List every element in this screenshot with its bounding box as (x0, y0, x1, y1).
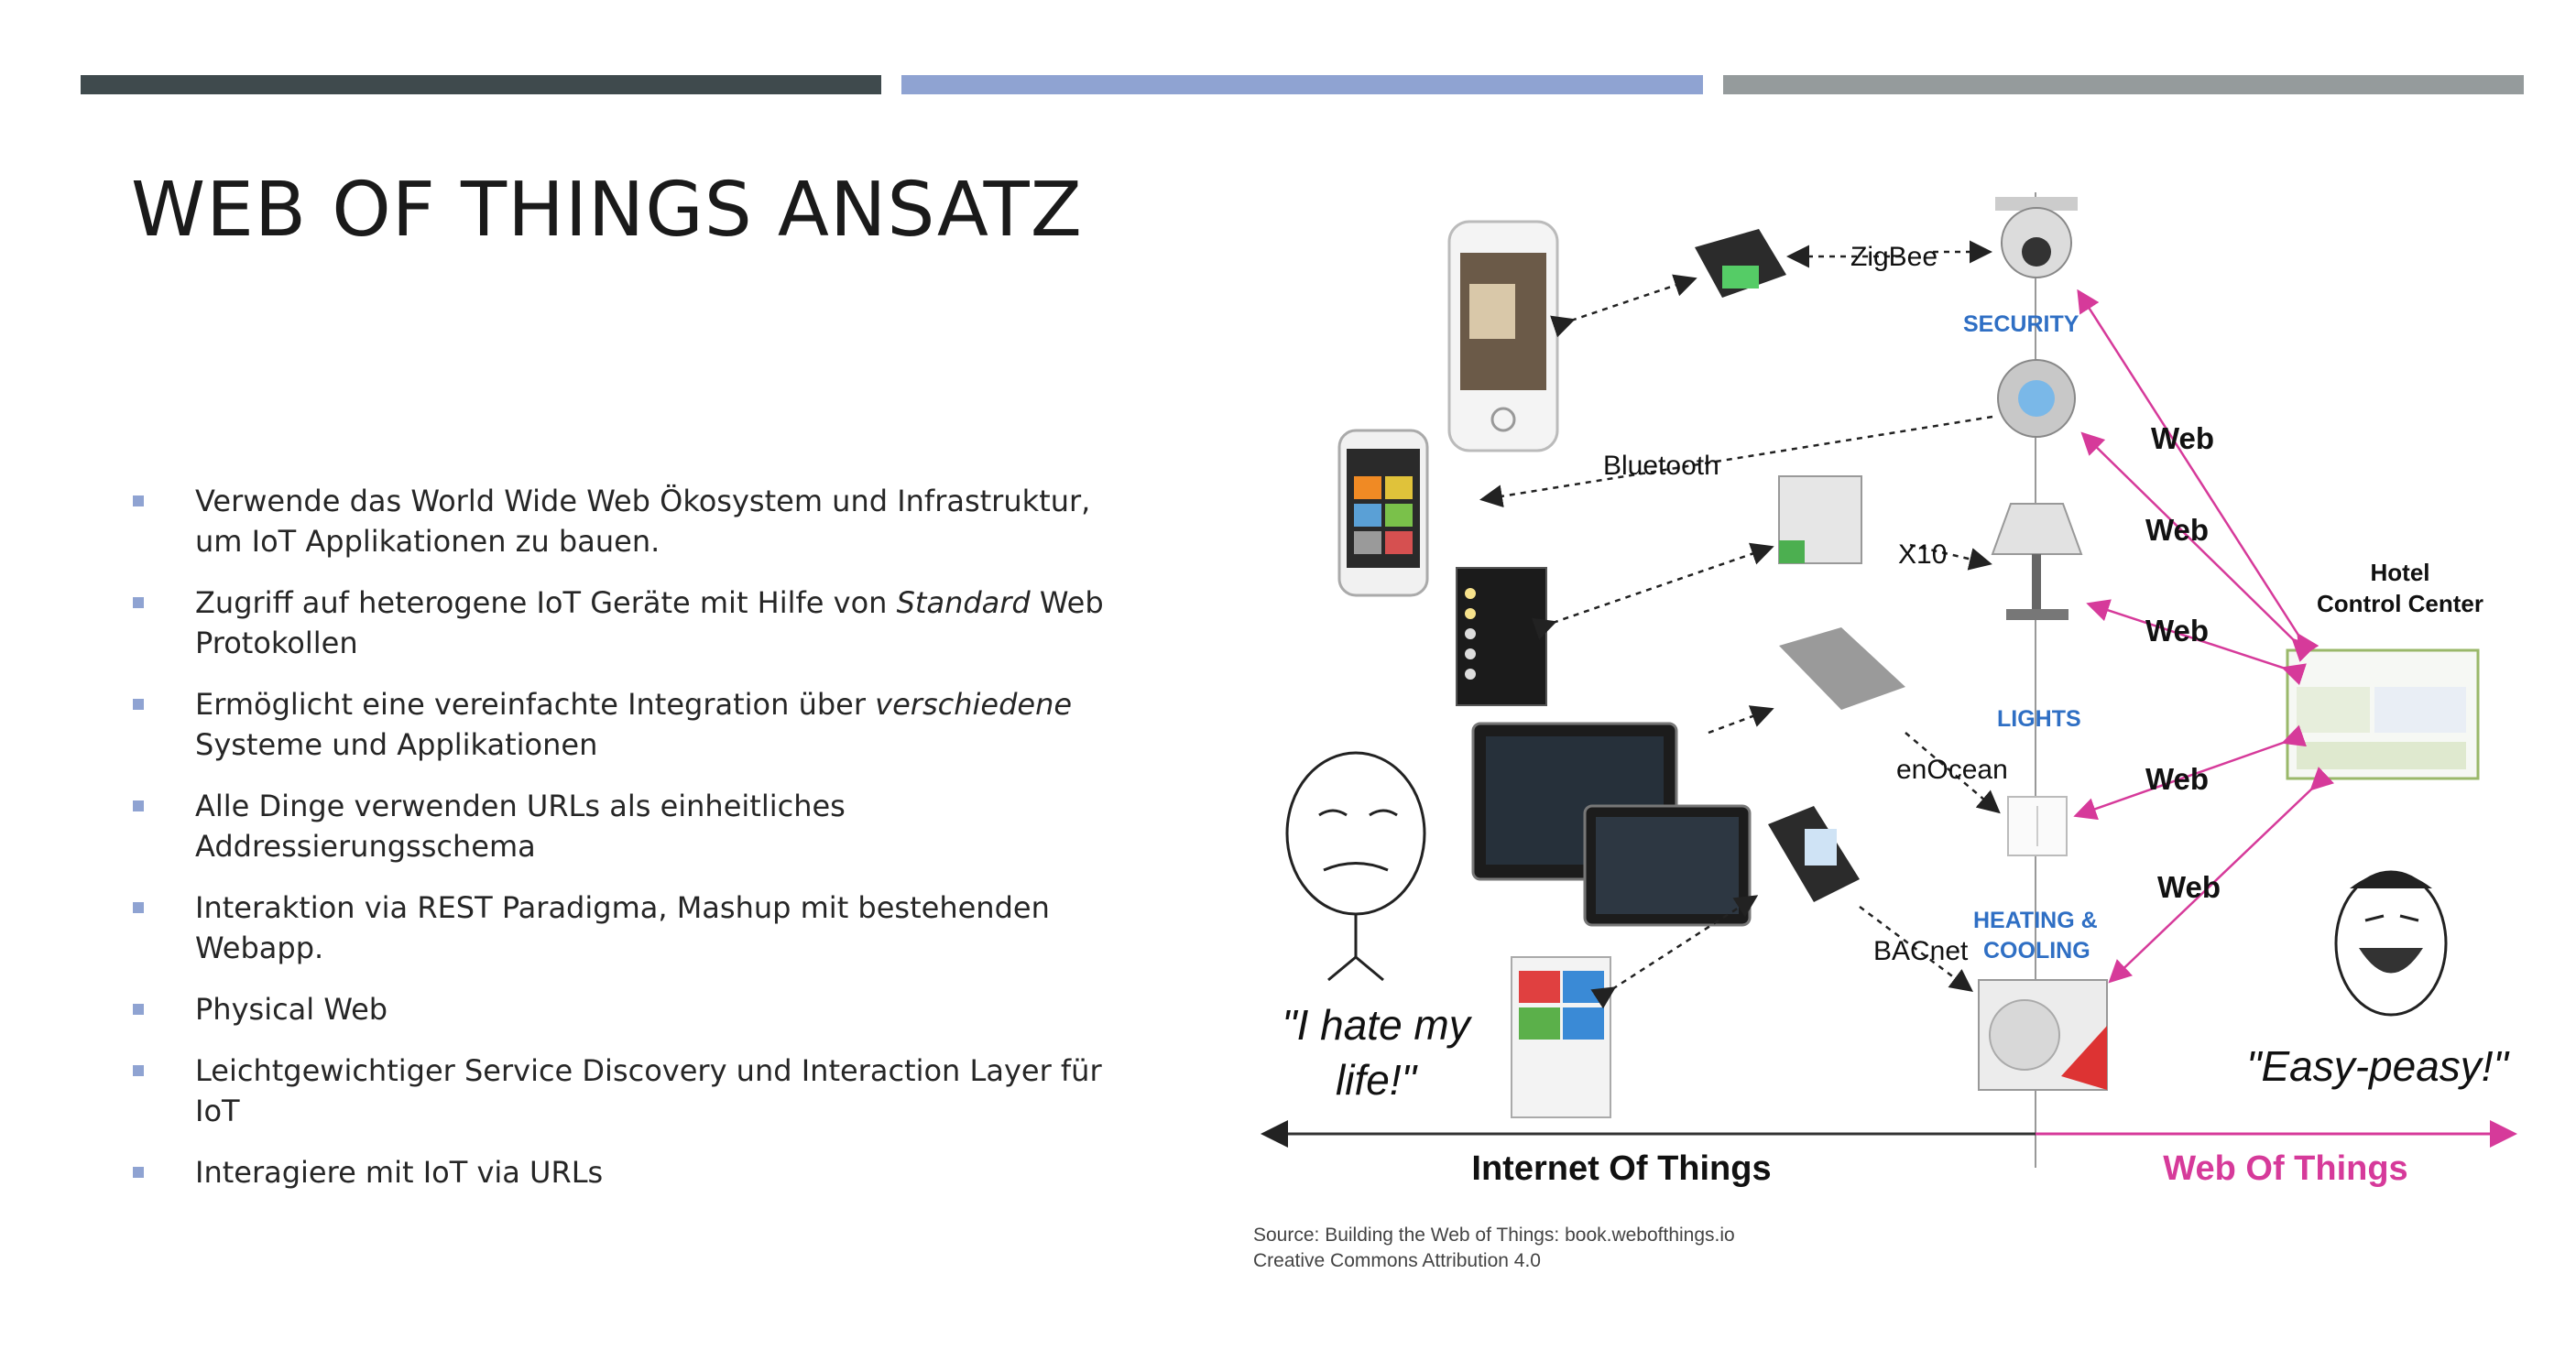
header-bar-gray (1723, 75, 2524, 94)
bullet-text: Zugriff auf heterogene IoT Geräte mit Hi… (195, 585, 897, 620)
header-bar-dark (81, 75, 881, 94)
iot-label: Internet Of Things (1471, 1149, 1771, 1188)
enocean-receiver-icon (1779, 627, 1905, 710)
lights-label: LIGHTS (1997, 706, 2081, 732)
bullet-text: Interaktion via REST Paradigma, Mashup m… (195, 890, 1050, 965)
diagram-svg: ZigBee Bluetooth X10 enOcean BACnet SECU… (1261, 192, 2517, 1188)
web-arrows (2073, 289, 2335, 984)
bacnet-label: BACnet (1873, 936, 1969, 966)
source-line: Source: Building the Web of Things: book… (1253, 1225, 1735, 1246)
quote-right: "Easy-peasy!" (2246, 1042, 2510, 1090)
light-switch-icon (2007, 796, 2068, 856)
bullet-emphasis: Standard (896, 585, 1031, 620)
quote-left-line2: life!" (1336, 1056, 1419, 1104)
control-center-label: Control Center (2317, 590, 2483, 617)
dashboard-app-icon (1511, 956, 1611, 1118)
bullet-text: Verwende das World Wide Web Ökosystem un… (195, 484, 1091, 559)
forever-alone-face-icon (1285, 751, 1426, 982)
bullet-marker-icon (133, 902, 144, 913)
header-bar-blue (901, 75, 1703, 94)
security-camera-icon (1995, 197, 2078, 278)
bullet-item: Ermöglicht eine vereinfachte Integration… (131, 684, 1120, 765)
bullet-item: Physical Web (131, 989, 1120, 1029)
bullet-text: Ermöglicht eine vereinfachte Integration… (195, 687, 876, 722)
bullet-item: Alle Dinge verwenden URLs als einheitlic… (131, 786, 1120, 866)
cooling-label: COOLING (1983, 938, 2090, 964)
web-label: Web (2151, 421, 2214, 455)
bullet-marker-icon (133, 1004, 144, 1015)
protocol-arrows (1479, 240, 2001, 1009)
android-phone-icon (1337, 429, 1429, 597)
bullet-item: Verwende das World Wide Web Ökosystem un… (131, 481, 1120, 561)
bullet-marker-icon (133, 800, 144, 811)
slide-title: WEB OF THINGS ANSATZ (131, 167, 1083, 254)
web-label: Web (2145, 614, 2209, 648)
air-conditioner-icon (1978, 979, 2108, 1091)
hotel-label: Hotel (2371, 559, 2430, 586)
bullet-emphasis: verschiedene (875, 687, 1073, 722)
web-label: Web (2145, 762, 2209, 796)
quote-left-line1: "I hate my (1282, 1001, 1473, 1049)
bullet-marker-icon (133, 1065, 144, 1076)
bullet-item: Interagiere mit IoT via URLs (131, 1152, 1120, 1192)
bullet-marker-icon (133, 1167, 144, 1178)
bullet-item: Interaktion via REST Paradigma, Mashup m… (131, 887, 1120, 968)
bullet-text: Leichtgewichtiger Service Discovery und … (195, 1053, 1102, 1128)
bullet-text: Physical Web (195, 992, 388, 1027)
x10-module-icon (1778, 475, 1862, 564)
bullet-marker-icon (133, 699, 144, 710)
bullet-marker-icon (133, 495, 144, 506)
web-label: Web (2145, 513, 2209, 547)
smart-lock-icon (1997, 359, 2076, 438)
hotel-control-center-icon (2286, 648, 2480, 780)
bullet-text: Systeme und Applikationen (195, 727, 598, 762)
zigbee-gateway-icon (1695, 229, 1786, 298)
bullet-text: Alle Dinge verwenden URLs als einheitlic… (195, 789, 846, 864)
web-label: Web (2157, 870, 2221, 904)
bullet-text: Interagiere mit IoT via URLs (195, 1155, 604, 1190)
license-line: Creative Commons Attribution 4.0 (1253, 1250, 1541, 1271)
lamp-icon (1991, 503, 2083, 620)
enocean-label: enOcean (1896, 755, 2008, 785)
bullet-list: Verwende das World Wide Web Ökosystem un… (131, 481, 1120, 1214)
bluetooth-label: Bluetooth (1603, 451, 1719, 481)
source-caption: Source: Building the Web of Things: book… (1253, 1223, 1735, 1274)
x10-label: X10 (1898, 539, 1947, 570)
bullet-marker-icon (133, 597, 144, 608)
web-of-things-diagram: ZigBee Bluetooth X10 enOcean BACnet SECU… (1209, 174, 2538, 1291)
wot-label: Web Of Things (2163, 1149, 2407, 1188)
bullet-item: Leichtgewichtiger Service Discovery und … (131, 1051, 1120, 1131)
touch-panel-icon (1471, 722, 1752, 927)
bullet-text: Web Protokollen (195, 585, 1104, 660)
laughing-face-icon (2334, 870, 2448, 1017)
zigbee-label: ZigBee (1850, 242, 1937, 272)
bacnet-device-icon (1768, 806, 1860, 902)
light-control-app-icon (1456, 567, 1547, 706)
iphone-icon (1447, 220, 1559, 452)
bullet-item: Zugriff auf heterogene IoT Geräte mit Hi… (131, 583, 1120, 663)
security-label: SECURITY (1963, 311, 2079, 337)
heating-label: HEATING & (1973, 908, 2098, 933)
